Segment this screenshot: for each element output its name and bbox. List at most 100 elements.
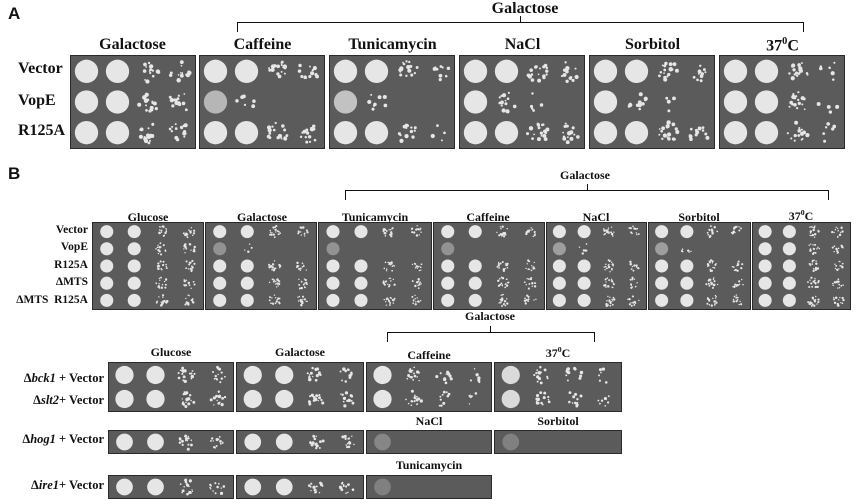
yeast-colony: [604, 404, 607, 407]
panel-a-row-vector: Vector: [18, 60, 63, 77]
yeast-colony: [191, 489, 193, 491]
yeast-colony: [809, 248, 812, 251]
yeast-colony: [501, 93, 507, 98]
yeast-colony: [603, 266, 606, 268]
yeast-colony: [209, 486, 211, 489]
yeast-colony: [694, 133, 698, 137]
yeast-colony: [276, 135, 280, 140]
yeast-colony: [632, 225, 634, 227]
yeast-colony: [801, 103, 804, 106]
yeast-colony: [816, 285, 819, 289]
yeast-colony: [440, 139, 443, 142]
yeast-colony: [347, 438, 349, 440]
yeast-colony: [188, 242, 191, 246]
yeast-colony: [612, 296, 615, 299]
yeast-colony: [413, 71, 416, 75]
yeast-colony: [574, 401, 577, 405]
yeast-colony: [810, 304, 813, 307]
yeast-colony: [168, 127, 172, 131]
yeast-colony: [382, 227, 386, 231]
yeast-colony: [418, 280, 420, 282]
yeast-colony: [826, 122, 830, 126]
yeast-colony: [448, 374, 452, 378]
yeast-colony: [534, 268, 536, 270]
yeast-colony: [527, 74, 532, 79]
yeast-colony: [536, 401, 540, 405]
yeast-colony: [155, 301, 158, 304]
yeast-colony: [576, 135, 580, 139]
yeast-colony: [160, 231, 163, 234]
yeast-colony: [314, 367, 318, 372]
yeast-colony: [740, 303, 743, 306]
yeast-colony: [708, 278, 710, 281]
yeast-colony: [405, 126, 408, 130]
yeast-colony: [182, 130, 187, 134]
yeast-colony: [506, 302, 509, 305]
panel-b-header-37c: 370C: [788, 208, 814, 223]
yeast-colony: [278, 302, 281, 305]
yeast-spot: [354, 259, 368, 273]
yeast-colony: [347, 398, 351, 403]
yeast-colony: [416, 300, 419, 303]
yeast-colony: [138, 134, 144, 139]
yeast-colony: [303, 286, 306, 288]
yeast-colony: [158, 229, 161, 231]
yeast-colony: [302, 129, 307, 134]
yeast-colony: [306, 131, 310, 135]
yeast-colony: [304, 75, 307, 78]
yeast-colony: [632, 269, 635, 272]
yeast-colony: [269, 296, 271, 299]
yeast-colony: [268, 132, 272, 135]
yeast-colony: [797, 129, 802, 133]
panel-c-plate-ire1-tunicamycin-spots: [374, 478, 391, 496]
yeast-colony: [831, 127, 835, 131]
yeast-colony: [606, 299, 608, 302]
yeast-colony: [607, 227, 610, 229]
panel-a-plate-tunicamycin: [329, 55, 455, 149]
yeast-colony: [308, 400, 312, 404]
yeast-colony: [164, 283, 167, 286]
yeast-colony: [446, 394, 450, 398]
yeast-colony: [786, 132, 789, 135]
yeast-colony: [301, 266, 304, 268]
yeast-colony: [318, 440, 322, 444]
yeast-spot: [213, 293, 227, 307]
yeast-colony: [158, 226, 161, 228]
yeast-colony: [597, 374, 601, 377]
yeast-colony: [193, 280, 195, 283]
yeast-colony: [407, 374, 410, 377]
yeast-colony: [181, 101, 186, 106]
yeast-colony: [188, 263, 191, 266]
yeast-spot: [127, 242, 141, 256]
yeast-colony: [186, 303, 188, 305]
yeast-colony: [283, 72, 286, 75]
yeast-colony: [318, 394, 321, 397]
yeast-colony: [188, 294, 190, 297]
yeast-colony: [308, 65, 311, 68]
yeast-colony: [302, 226, 305, 229]
yeast-colony: [272, 269, 275, 272]
yeast-spot: [723, 59, 748, 83]
yeast-colony: [507, 263, 509, 265]
yeast-colony: [792, 92, 795, 96]
yeast-colony: [502, 293, 504, 296]
yeast-spot: [105, 59, 130, 83]
yeast-colony: [318, 396, 322, 400]
yeast-colony: [220, 377, 224, 380]
yeast-colony: [688, 134, 693, 139]
yeast-colony: [243, 103, 247, 106]
yeast-colony: [216, 485, 219, 489]
yeast-colony: [320, 398, 323, 402]
yeast-colony: [574, 67, 577, 70]
yeast-colony: [635, 232, 638, 234]
yeast-colony: [584, 249, 587, 252]
yeast-colony: [145, 66, 148, 68]
yeast-colony: [692, 75, 696, 79]
yeast-colony: [598, 379, 602, 382]
yeast-colony: [310, 489, 312, 492]
yeast-colony: [159, 279, 161, 281]
yeast-colony: [735, 294, 738, 296]
yeast-colony: [321, 484, 324, 487]
yeast-colony: [836, 269, 839, 272]
yeast-colony: [710, 281, 712, 284]
